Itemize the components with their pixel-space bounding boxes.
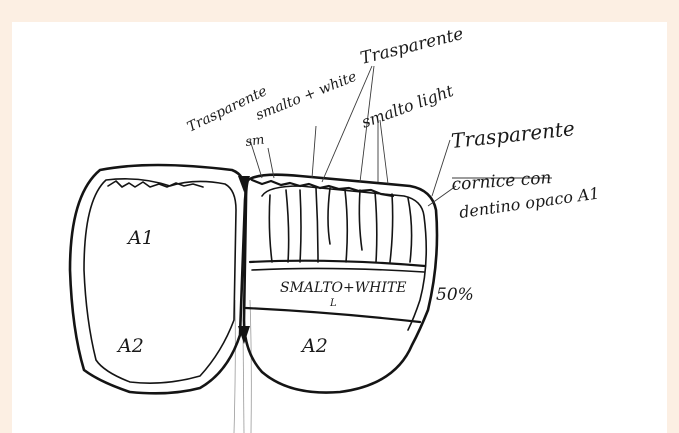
label-percent: 50% xyxy=(436,285,474,305)
label-a2-left: A2 xyxy=(116,335,144,357)
left-tooth-inner-outline xyxy=(84,179,236,383)
label-a2-right: A2 xyxy=(300,335,328,357)
band-top-line xyxy=(250,261,425,266)
label-band-sub: L xyxy=(329,298,337,309)
label-cornice-line1: cornice con xyxy=(451,168,552,195)
band-bottom-line xyxy=(246,308,420,322)
pencil-guide-right xyxy=(250,300,251,433)
label-trasparente-right: Trasparente xyxy=(450,116,576,153)
label-band: SMALTO+WHITE xyxy=(280,280,406,296)
right-tooth-inner-outline xyxy=(262,186,426,330)
label-smalto-light: smalto light xyxy=(359,81,457,132)
mamelon-strokes xyxy=(269,188,411,262)
label-smalto-white: smalto + white xyxy=(254,69,360,124)
label-trasparente-top: Trasparente xyxy=(358,24,465,69)
pencil-guide-root xyxy=(243,330,244,433)
band-inner-line xyxy=(252,268,424,272)
label-a1: A1 xyxy=(126,227,154,249)
label-sm: sm xyxy=(244,132,265,149)
